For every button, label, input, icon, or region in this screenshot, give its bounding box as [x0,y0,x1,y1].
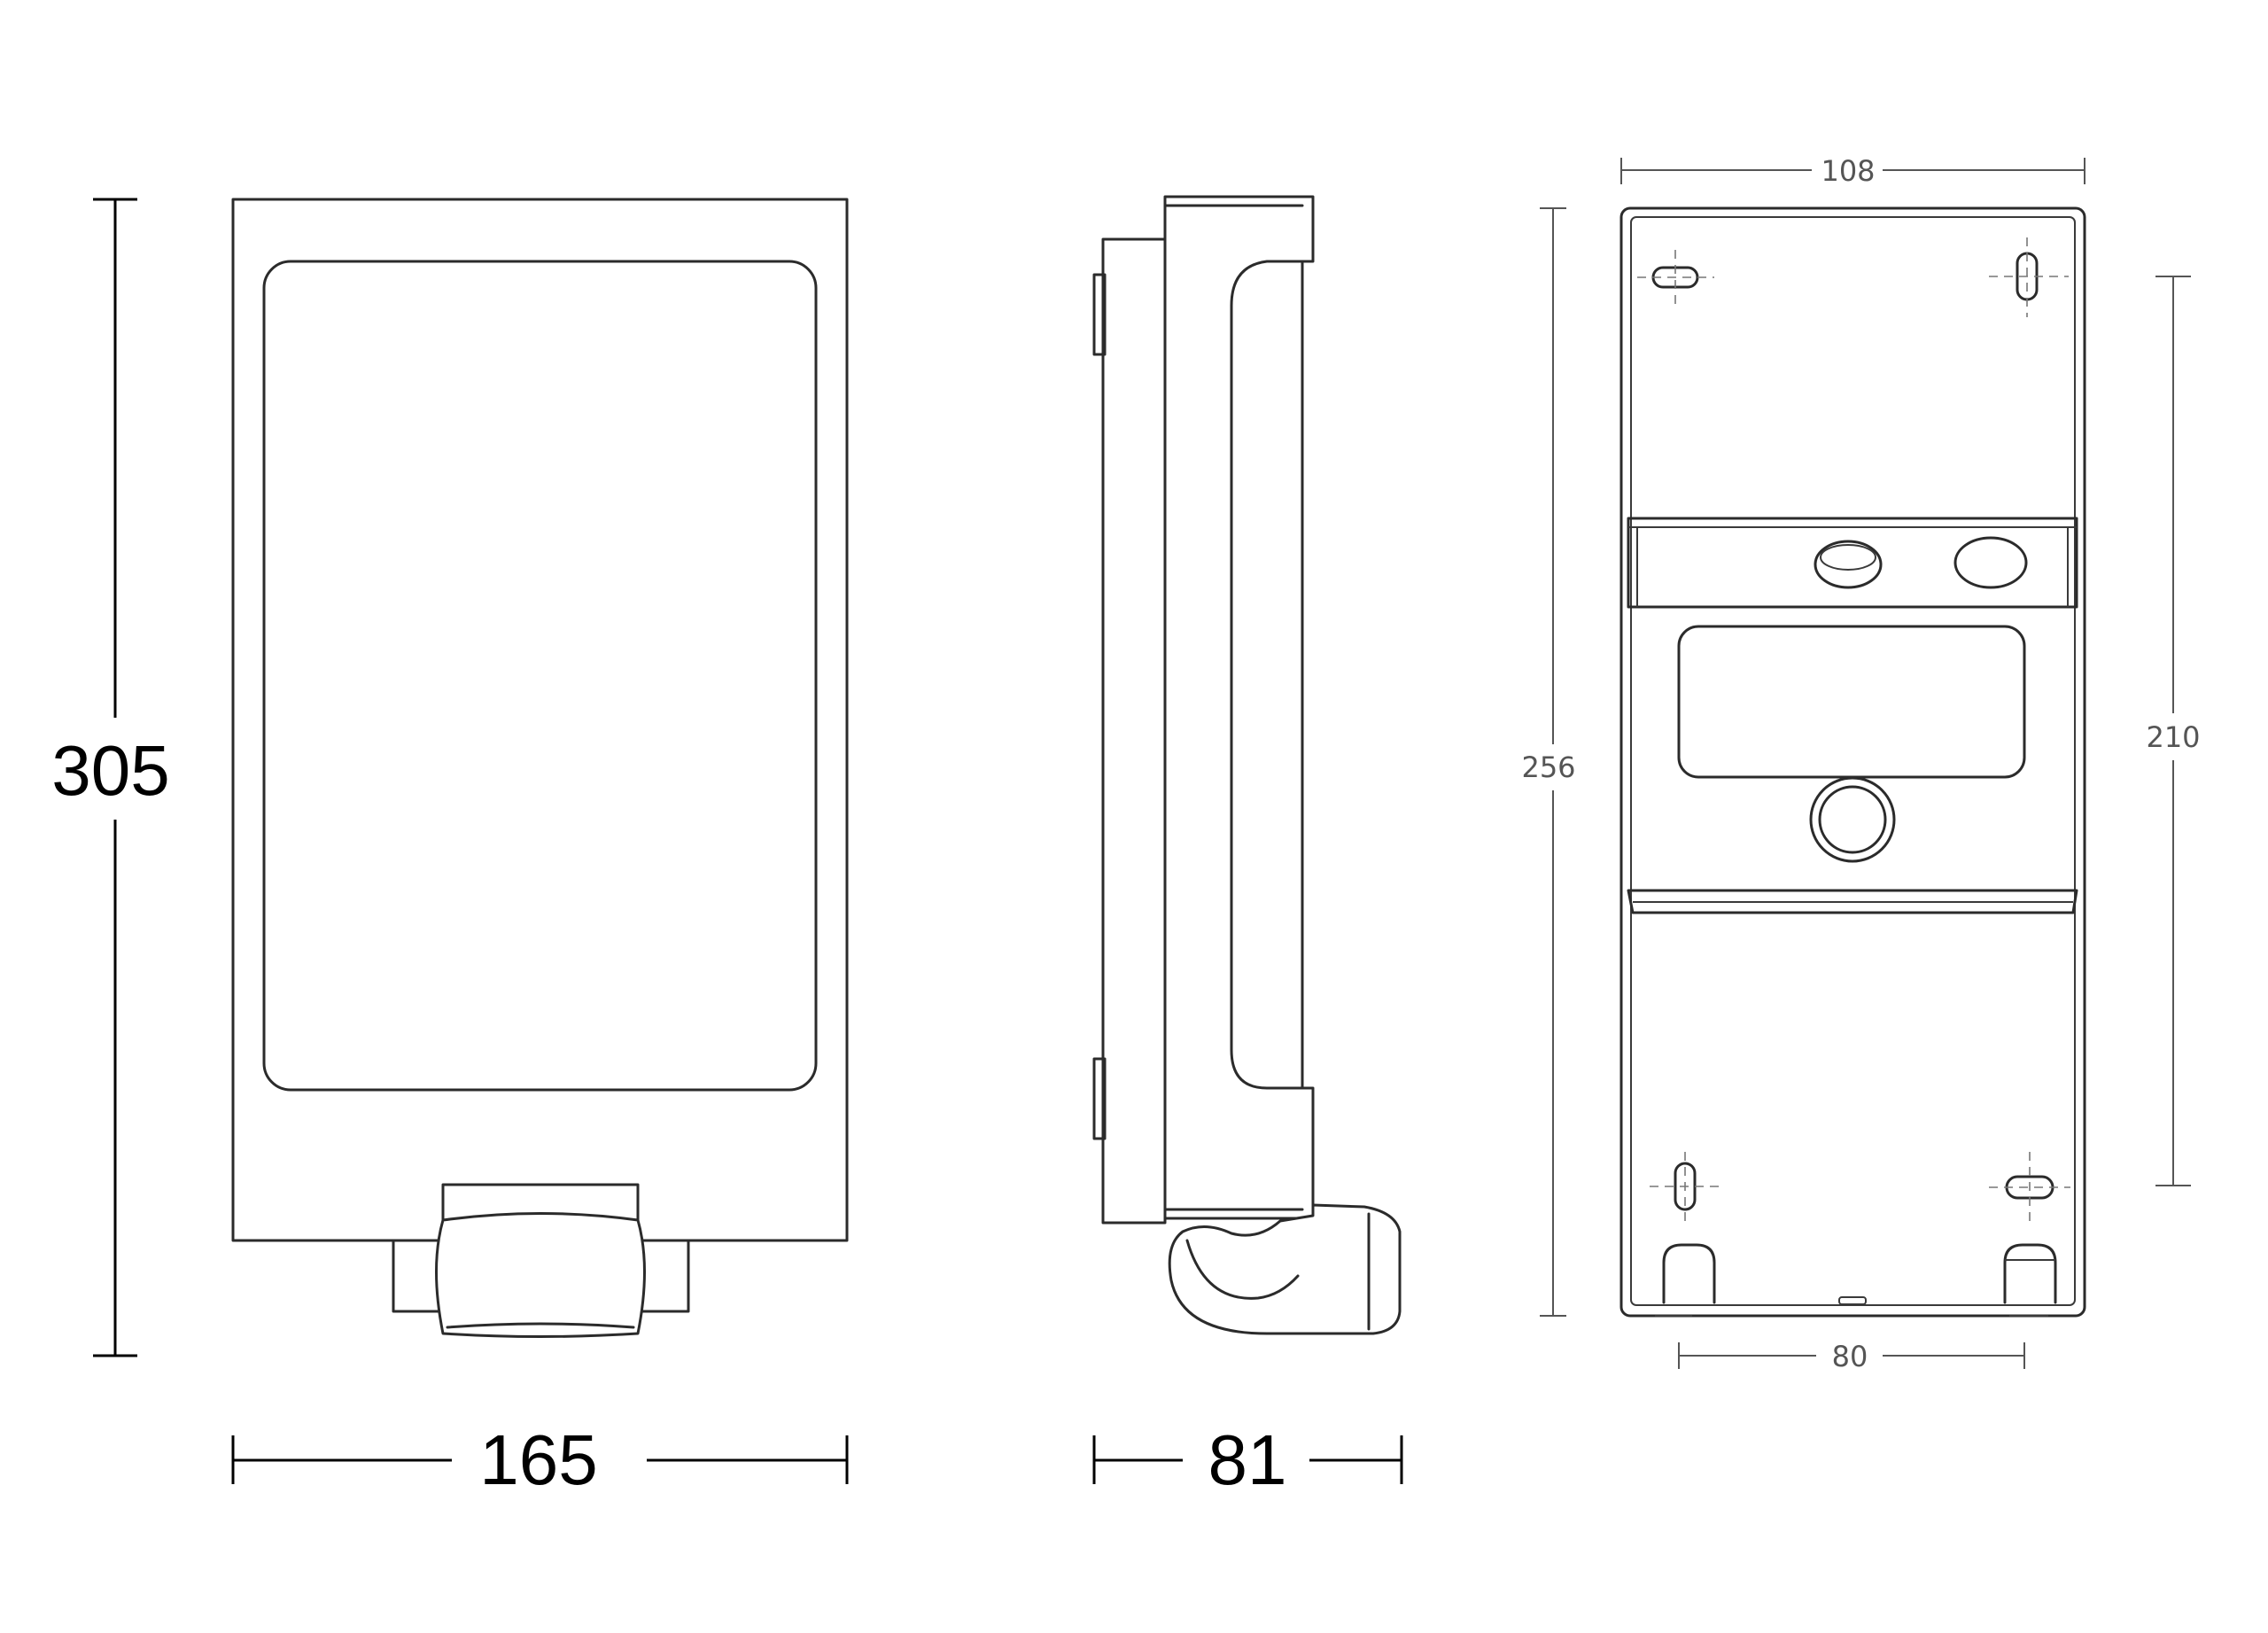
front-sensor-lens-line [446,1322,635,1329]
back-plate-outline [1619,206,2086,1318]
side-housing-body [1163,195,1315,1220]
back-width-label: 108 [1821,154,1875,188]
side-depth-dimension: 81 [1092,1420,1403,1499]
back-hole-vertical-label: 210 [2146,720,2200,754]
front-lens-panel [262,260,818,1092]
back-hole-horizontal-dimension: 80 [1678,1340,2025,1373]
back-view [1619,206,2086,1318]
side-plate-tab-bottom [1092,1057,1107,1140]
back-terminal-window [1677,625,2026,779]
front-width-label: 165 [479,1420,597,1499]
side-wall-plate [1101,237,1167,1225]
back-plate-inner-edge [1630,216,2076,1306]
side-plate-tab-top [1092,273,1107,356]
back-hole-horizontal-label: 80 [1832,1340,1868,1373]
side-sensor-lens-line [1185,1239,1300,1300]
back-clip-right [2003,1243,2057,1304]
back-height-dimension: 256 [1521,207,1576,1317]
front-view [231,198,849,1338]
back-cable-band [1627,517,2078,609]
back-hole-vertical-dimension: 210 [2146,276,2201,1186]
back-cable-hole-right [1953,536,2028,589]
back-lower-band [1627,889,2078,914]
back-width-dimension: 108 [1620,154,2085,188]
back-cable-hole-left [1814,540,1883,589]
front-motion-sensor [435,1212,646,1338]
side-depth-label: 81 [1208,1420,1287,1499]
side-motion-sensor [1168,1203,1402,1335]
front-height-label: 305 [51,731,169,810]
side-view [1092,195,1402,1335]
back-height-label: 256 [1521,750,1575,784]
front-width-dimension: 165 [231,1420,849,1499]
back-round-grommet [1809,776,1896,863]
back-clip-left [1662,1243,1716,1304]
front-height-dimension: 305 [51,198,170,1357]
front-housing-outline [231,198,849,1242]
back-drain-slot [1838,1296,1867,1305]
side-lens-profile [1230,260,1304,1090]
